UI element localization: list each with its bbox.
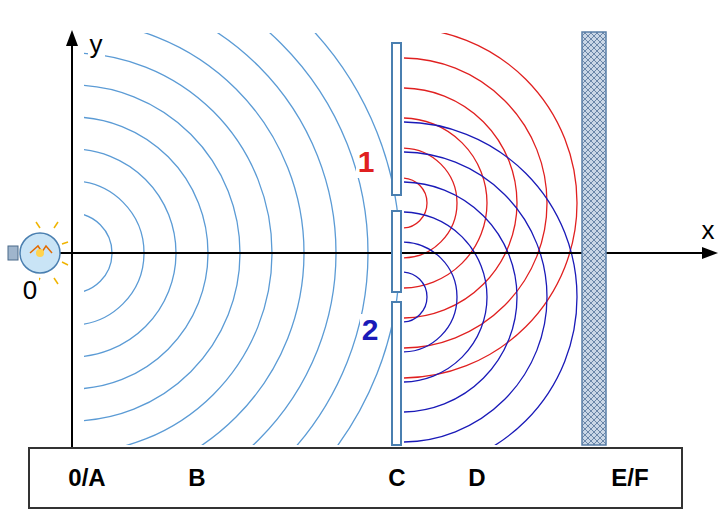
origin-label: 0 [21,276,39,304]
region-label: D [468,466,485,490]
x-arrowhead [702,247,718,259]
y-arrowhead [66,30,78,46]
detection-screen [582,32,606,445]
region-label: 0/A [68,466,105,490]
axis-label: y [88,30,105,58]
legend-bar: 0/A B C D E/F [28,447,683,509]
slit2-wavefronts [404,122,577,445]
axis-label: x [700,216,717,244]
primary-wavefronts [84,33,400,445]
y-axis [71,42,73,447]
slit-number: 1 [356,146,377,178]
light-bulb [8,222,68,284]
region-label: E/F [611,466,648,490]
slit-number: 2 [360,314,381,346]
slit-barrier [392,43,401,445]
region-label: C [388,466,405,490]
region-label: B [188,466,205,490]
